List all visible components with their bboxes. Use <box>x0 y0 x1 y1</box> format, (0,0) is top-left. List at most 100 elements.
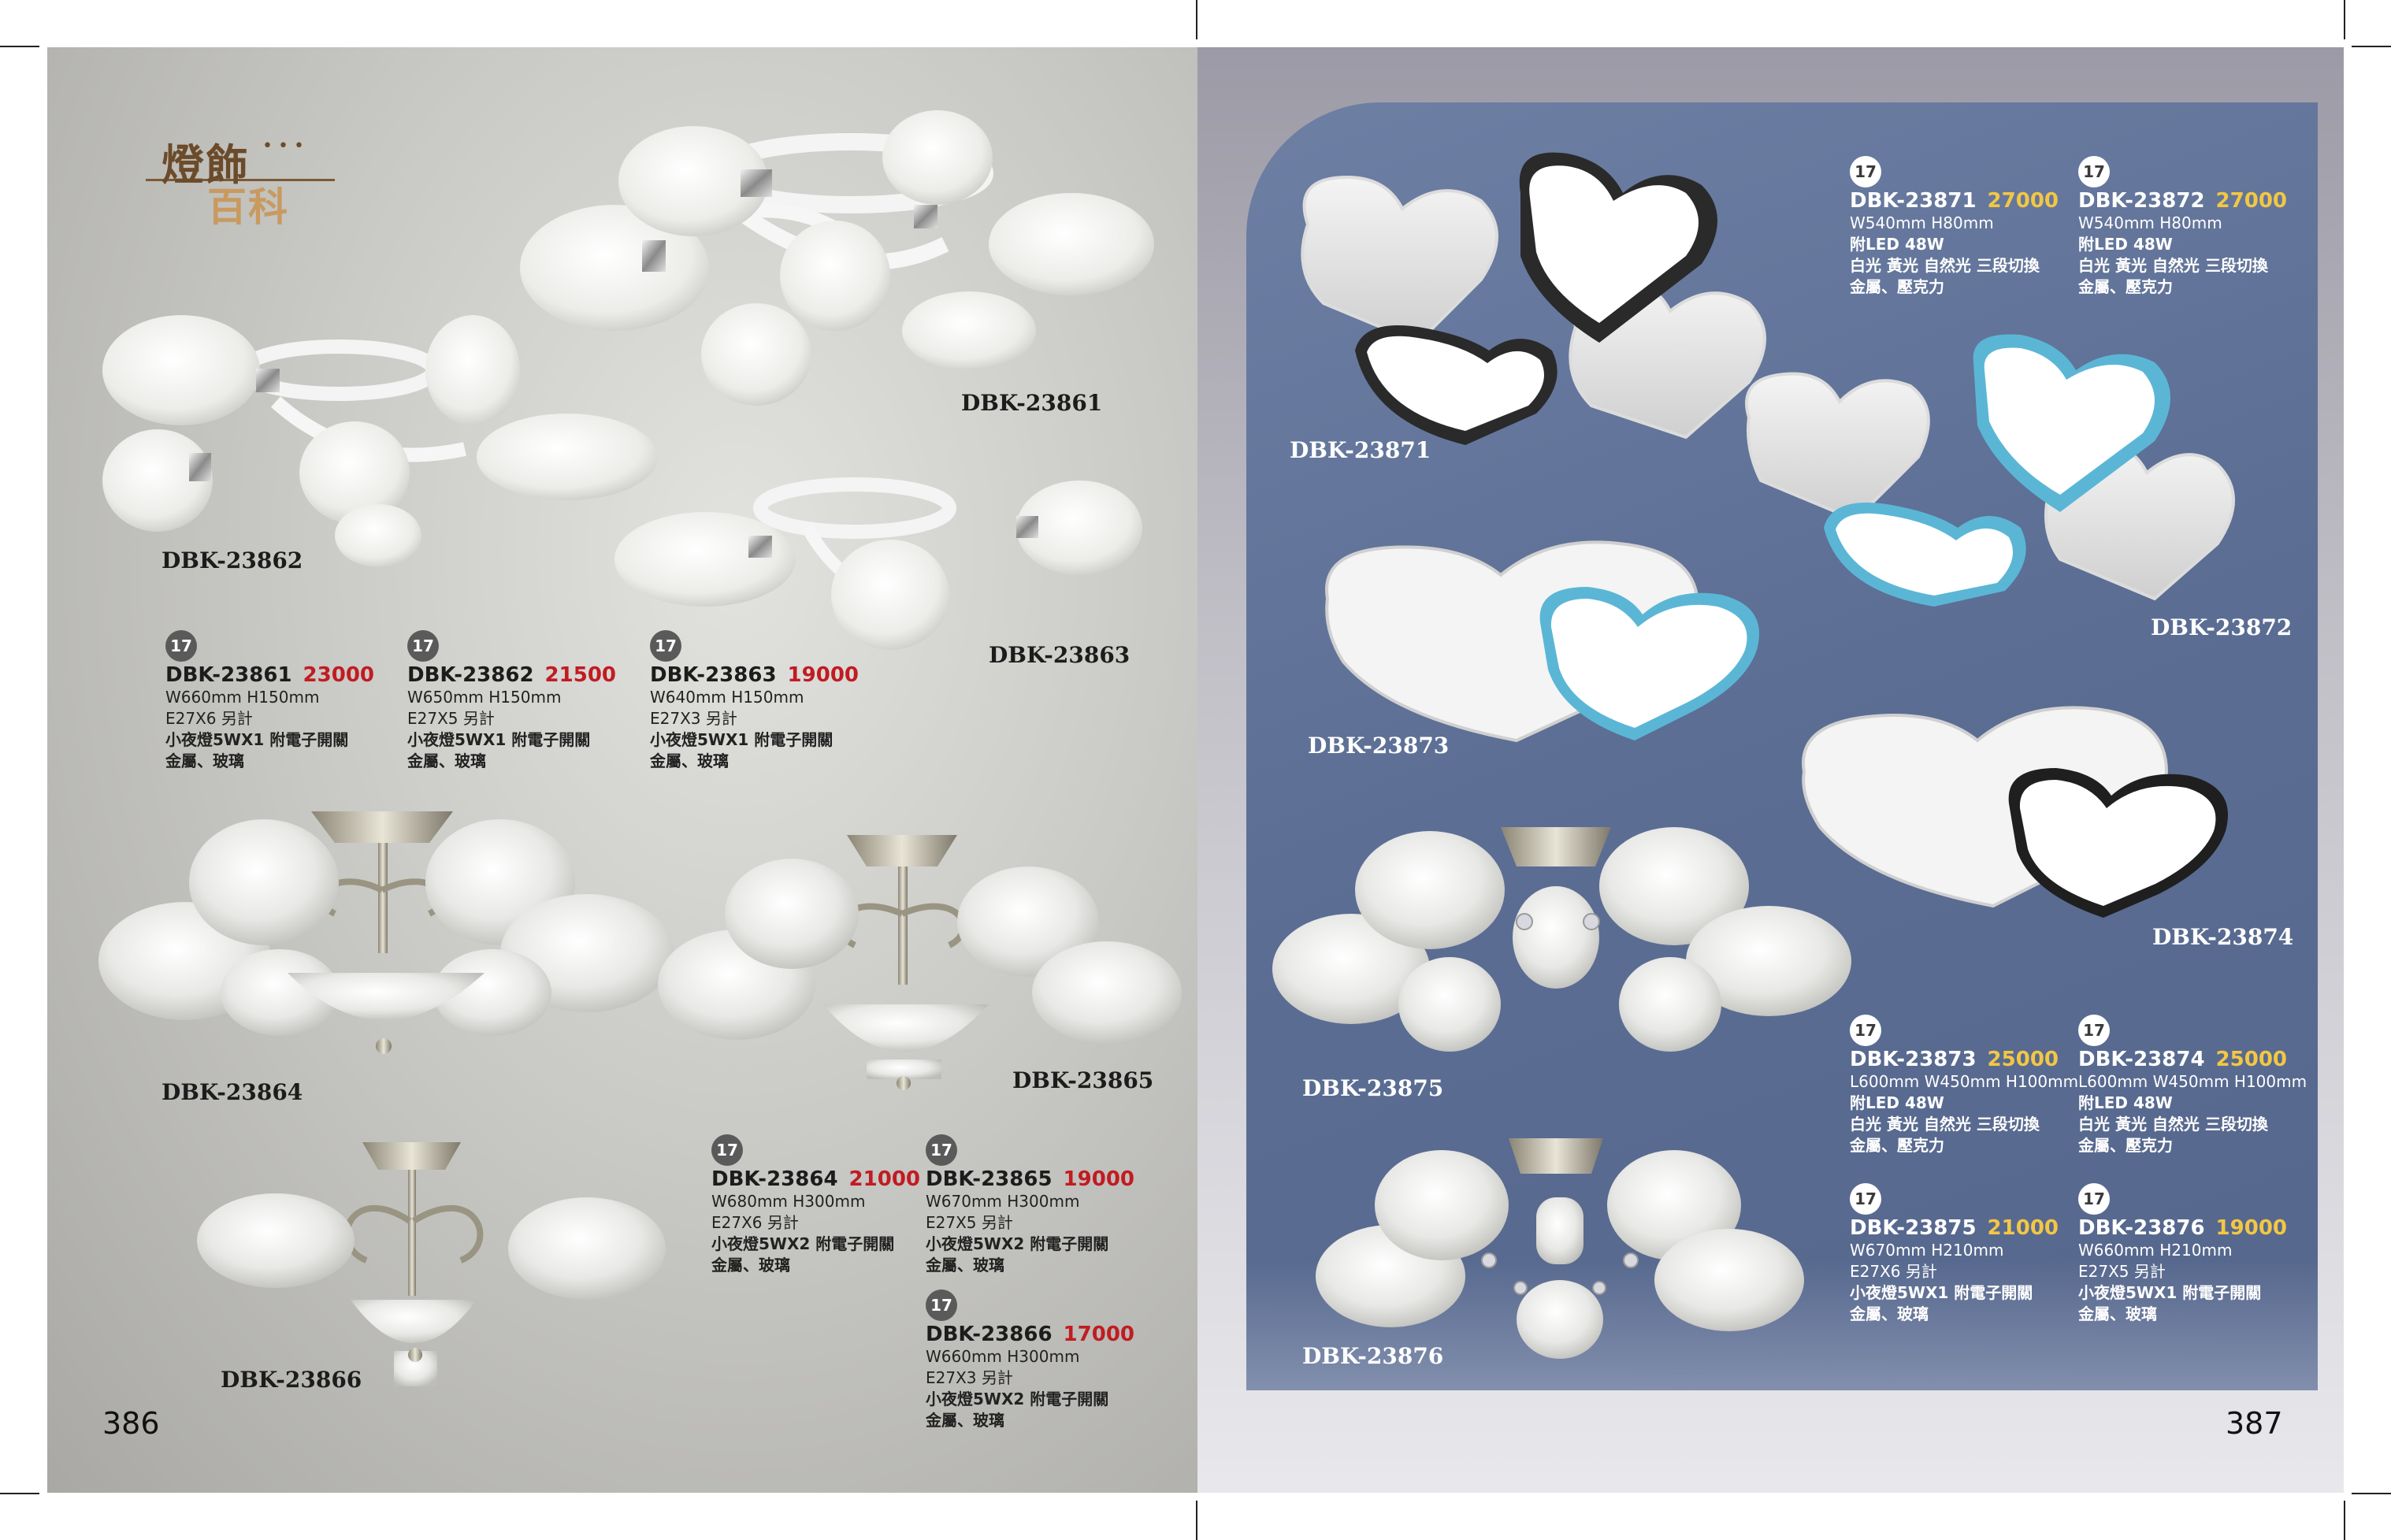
spec-feature: 白光 黃光 自然光 三段切換 <box>1850 256 2040 275</box>
spec-price: 25000 <box>2215 1048 2288 1071</box>
spec-price: 19000 <box>2215 1216 2288 1240</box>
spec-dimensions: W660mm H210mm <box>2078 1241 2233 1260</box>
spec-bulb: E27X5 另計 <box>407 709 495 728</box>
crop-mark <box>1196 0 1197 39</box>
lamp-image-dbk-23875 <box>1272 827 1851 1052</box>
crop-mark <box>2344 0 2345 39</box>
page-number-right: 387 <box>2226 1406 2283 1441</box>
spec-bulb: E27X5 另計 <box>926 1213 1013 1232</box>
lamp-image-dbk-23863 <box>614 477 1142 650</box>
spec-material: 金屬、玻璃 <box>926 1256 1004 1275</box>
spec-feature: 小夜燈5WX2 附電子開關 <box>926 1390 1109 1408</box>
spec-dimensions: W670mm H300mm <box>926 1192 1080 1211</box>
spec-dimensions: W670mm H210mm <box>1850 1241 2004 1260</box>
spec-dimensions: L600mm W450mm H100mm <box>1850 1072 2079 1091</box>
spec-bulb: E27X6 另計 <box>711 1213 799 1232</box>
spec-bulb: E27X5 另計 <box>2078 1262 2166 1281</box>
product-label-dbk-23872: DBK-23872 <box>2151 614 2293 640</box>
crop-mark <box>2352 46 2391 47</box>
spec-badge: 17 <box>2078 156 2110 187</box>
spec-material: 金屬、玻璃 <box>926 1411 1004 1430</box>
lamp-image-dbk-23861 <box>520 110 1154 406</box>
product-label-dbk-23864: DBK-23864 <box>162 1079 303 1105</box>
spec-block-dbk-23863: 17 DBK-23863 19000 W640mm H150mm E27X3 另計… <box>650 630 886 772</box>
spec-dimensions: W660mm H300mm <box>926 1347 1080 1366</box>
spec-block-dbk-23874: 17 DBK-23874 25000 L600mm W450mm H100mm 附… <box>2078 1015 2315 1156</box>
spec-badge: 17 <box>1850 1015 1881 1046</box>
crop-mark <box>2352 1493 2391 1494</box>
spec-led: 附LED 48W <box>2078 1093 2173 1112</box>
lamp-image-dbk-23864 <box>98 811 674 1054</box>
product-label-dbk-23873: DBK-23873 <box>1308 733 1450 759</box>
spec-badge: 17 <box>711 1134 743 1166</box>
spec-feature: 小夜燈5WX1 附電子開關 <box>650 730 834 749</box>
spec-led: 附LED 48W <box>1850 235 1944 254</box>
spec-dimensions: L600mm W450mm H100mm <box>2078 1072 2307 1091</box>
spec-price: 27000 <box>1987 189 2059 213</box>
spec-badge: 17 <box>1850 156 1881 187</box>
crop-mark <box>0 1493 39 1494</box>
product-label-dbk-23862: DBK-23862 <box>162 547 303 573</box>
logo-text-top: 燈飾 <box>162 139 250 190</box>
spec-code: DBK-23861 <box>165 663 292 687</box>
product-label-dbk-23871: DBK-23871 <box>1290 437 1431 463</box>
spec-feature: 白光 黃光 自然光 三段切換 <box>2078 256 2268 275</box>
spec-price: 21000 <box>848 1167 921 1191</box>
spec-dimensions: W660mm H150mm <box>165 688 320 707</box>
spec-code: DBK-23864 <box>711 1167 838 1191</box>
product-label-dbk-23876: DBK-23876 <box>1302 1343 1444 1369</box>
spec-dimensions: W540mm H80mm <box>1850 213 1994 232</box>
crop-mark <box>0 46 39 47</box>
spec-code: DBK-23874 <box>2078 1048 2205 1071</box>
spec-led: 附LED 48W <box>1850 1093 1944 1112</box>
spec-badge: 17 <box>926 1134 957 1166</box>
product-label-dbk-23874: DBK-23874 <box>2152 924 2294 950</box>
spec-feature: 小夜燈5WX2 附電子開關 <box>711 1234 895 1253</box>
spec-material: 金屬、玻璃 <box>1850 1304 1929 1323</box>
lamp-image-dbk-23876 <box>1316 1138 1804 1359</box>
spec-material: 金屬、玻璃 <box>2078 1304 2157 1323</box>
logo-divider <box>146 179 335 181</box>
spec-feature: 白光 黃光 自然光 三段切換 <box>2078 1115 2268 1134</box>
spec-code: DBK-23872 <box>2078 189 2205 213</box>
spec-block-dbk-23864: 17 DBK-23864 21000 W680mm H300mm E27X6 另計… <box>711 1134 948 1276</box>
spec-badge: 17 <box>1850 1183 1881 1215</box>
spec-badge: 17 <box>650 630 681 662</box>
spec-block-dbk-23873: 17 DBK-23873 25000 L600mm W450mm H100mm 附… <box>1850 1015 2086 1156</box>
spec-code: DBK-23876 <box>2078 1216 2205 1240</box>
spec-bulb: E27X3 另計 <box>650 709 737 728</box>
spec-code: DBK-23873 <box>1850 1048 1977 1071</box>
spec-feature: 白光 黃光 自然光 三段切換 <box>1850 1115 2040 1134</box>
spec-price: 25000 <box>1987 1048 2059 1071</box>
spec-feature: 小夜燈5WX1 附電子開關 <box>165 730 349 749</box>
product-label-dbk-23875: DBK-23875 <box>1302 1075 1444 1101</box>
spec-dimensions: W680mm H300mm <box>711 1192 866 1211</box>
lamp-image-dbk-23866 <box>197 1142 666 1386</box>
spec-led: 附LED 48W <box>2078 235 2173 254</box>
spec-dimensions: W640mm H150mm <box>650 688 804 707</box>
product-label-dbk-23861: DBK-23861 <box>961 390 1103 416</box>
spec-code: DBK-23862 <box>407 663 534 687</box>
spec-code: DBK-23865 <box>926 1167 1053 1191</box>
logo-text-bottom: 百科 <box>207 184 289 230</box>
spec-feature: 小夜燈5WX1 附電子開關 <box>1850 1283 2033 1302</box>
spec-badge: 17 <box>165 630 197 662</box>
spec-price: 19000 <box>787 663 859 687</box>
spec-price: 23000 <box>303 663 375 687</box>
spec-price: 19000 <box>1063 1167 1135 1191</box>
spec-material: 金屬、壓克力 <box>2078 277 2173 296</box>
spec-badge: 17 <box>2078 1015 2110 1046</box>
spec-code: DBK-23863 <box>650 663 777 687</box>
spec-material: 金屬、玻璃 <box>711 1256 790 1275</box>
spec-code: DBK-23871 <box>1850 189 1977 213</box>
spec-feature: 小夜燈5WX1 附電子開關 <box>2078 1283 2262 1302</box>
spec-badge: 17 <box>926 1290 957 1321</box>
spec-block-dbk-23865: 17 DBK-23865 19000 W670mm H300mm E27X5 另計… <box>926 1134 1162 1276</box>
